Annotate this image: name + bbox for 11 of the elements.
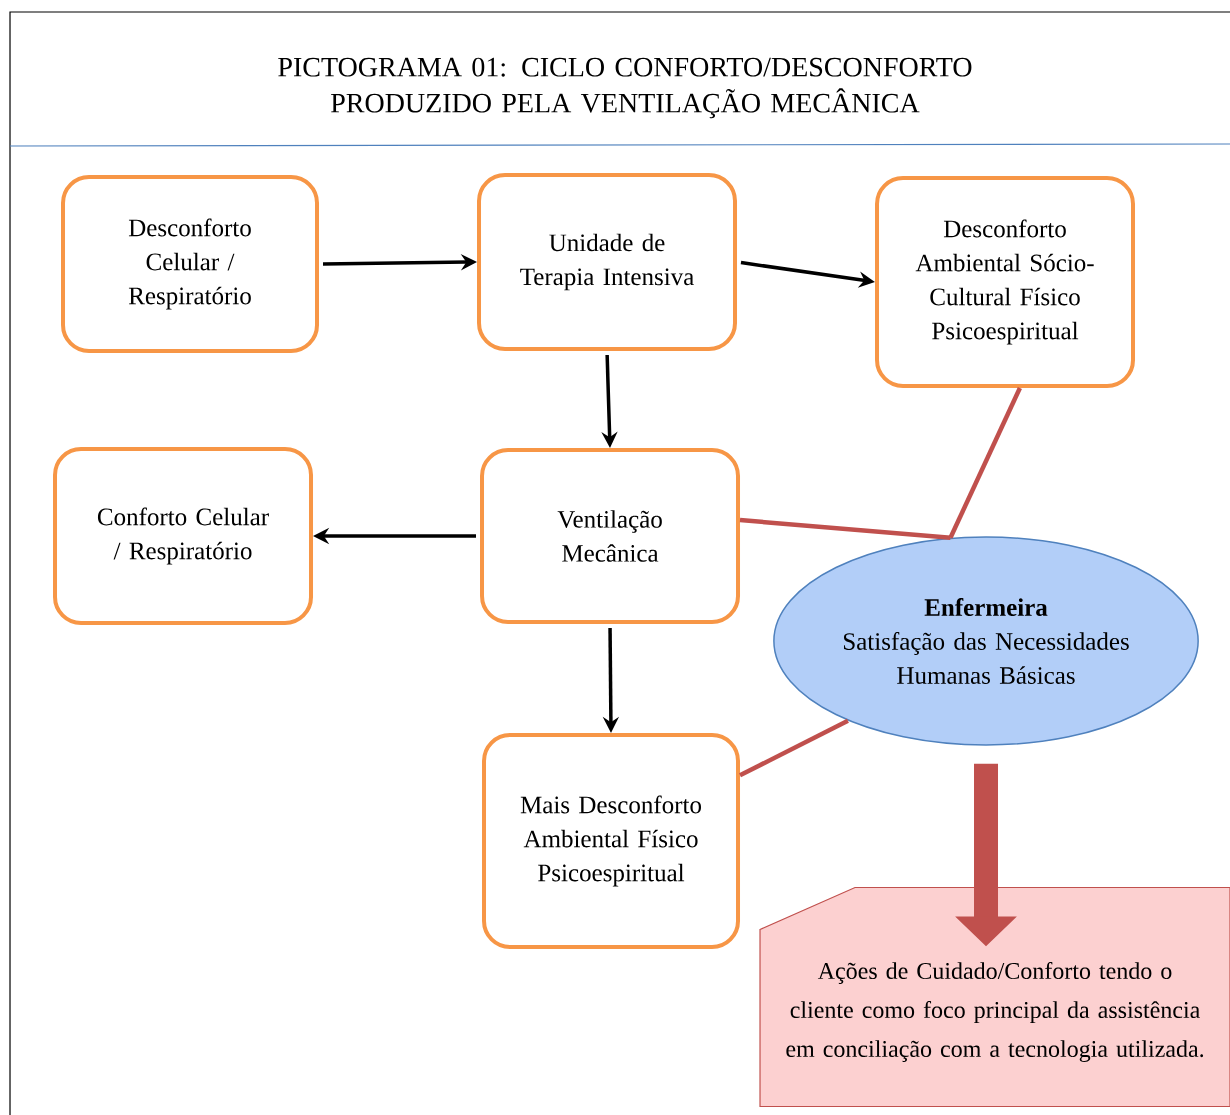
process-box: Mais Desconforto Ambiental Físico Psicoespiritual [482,733,740,949]
process-box: Unidade de Terapia Intensiva [477,173,737,351]
process-box: Desconforto Ambiental Sócio-Cultural Físico Psicoespiritual [875,176,1135,388]
process-box: Conforto Celular / Respiratório [53,447,313,625]
callout-box: Ações de Cuidado/Conforto tendo o cliente como foco principal da assistência em conciliação com a tecnologia utilizada. [759,886,1230,1108]
connector-line [948,387,1022,539]
connector-line [739,718,849,778]
connector-line [739,517,951,540]
process-box: Desconforto Celular / Respiratório [61,175,319,353]
title: PICTOGRAMA 01: CICLO CONFORTO/DESCONFORTO PRODUZIDO PELA VENTILAÇÃO MECÂNICA [278,57,972,119]
process-box: Ventilação Mecânica [480,448,740,624]
